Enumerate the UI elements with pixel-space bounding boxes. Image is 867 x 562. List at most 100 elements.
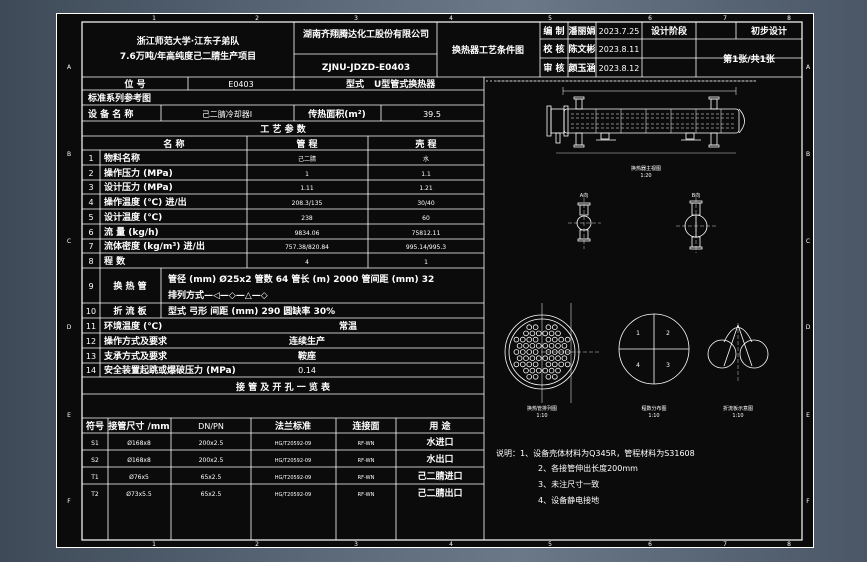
column-ref: 1 xyxy=(152,15,156,22)
equipment-info-grid xyxy=(82,77,485,540)
area-label: 传热面积(m²) xyxy=(307,108,366,120)
baffle-label: 折流板示意图 xyxy=(723,405,753,412)
process-row-shell: 1 xyxy=(424,259,428,266)
equipment-name-label: 设 备 名 称 xyxy=(88,108,133,120)
mode-row-label: 操作方式及要求 xyxy=(104,335,168,347)
note-line: 4、设备静电接地 xyxy=(538,495,599,505)
column-ref: 3 xyxy=(354,15,358,22)
row-ref: E xyxy=(67,412,71,419)
process-row-shell: 水 xyxy=(423,155,429,163)
nozzle-pn: 200x2.5 xyxy=(199,440,224,447)
column-ref: 2 xyxy=(255,15,259,22)
nozzle-use: 水进口 xyxy=(426,436,453,448)
role-2-label: 校 核 xyxy=(543,43,564,55)
nozzle-pn: 200x2.5 xyxy=(199,457,224,464)
drawing-number: ZJNU-JDZD-E0403 xyxy=(322,63,410,73)
column-ref: 3 xyxy=(354,541,358,548)
process-row-no: 1 xyxy=(88,154,93,163)
column-ref: 5 xyxy=(548,541,552,548)
nozzle-symbol: S2 xyxy=(91,457,99,464)
env-row-label: 环境温度 (℃) xyxy=(104,320,162,332)
tube-layout-label: 换热管排列图 xyxy=(527,405,557,412)
process-header-name: 名 称 xyxy=(163,138,184,150)
column-ref: 8 xyxy=(787,541,791,548)
mode-row-value: 连续生产 xyxy=(289,335,325,347)
notes: 说明：1、设备壳体材料为Q345R，管程材料为S316082、各接管伸出长度20… xyxy=(496,448,695,505)
process-row-no: 2 xyxy=(88,169,93,178)
row-ref: D xyxy=(806,324,811,331)
process-row-shell: 995.14/995.3 xyxy=(406,244,446,251)
process-header-tube: 管 程 xyxy=(296,138,317,150)
env-row-value: 常温 xyxy=(339,320,357,332)
process-row-tube: 己二腈 xyxy=(298,155,316,163)
process-row-no: 7 xyxy=(88,242,93,251)
nozzle-symbol: S1 xyxy=(91,440,99,447)
note-line: 3、未注尺寸一致 xyxy=(538,479,599,489)
process-row-no: 5 xyxy=(88,213,93,222)
pass-distribution-view xyxy=(618,313,690,385)
role-1-name: 潘丽娟 xyxy=(568,25,595,37)
pass-number: 1 xyxy=(636,330,640,337)
process-row-shell: 30/40 xyxy=(417,200,434,207)
support-row-no: 13 xyxy=(86,352,96,361)
process-row-tube: 1 xyxy=(305,171,309,178)
process-row-tube: 4 xyxy=(305,259,309,266)
standard-label: 标准系列参考图 xyxy=(87,92,151,104)
drawing-title: 换热器工艺条件图 xyxy=(452,44,524,56)
nozzle-section-title: 接 管 及 开 孔 一 览 表 xyxy=(236,381,331,393)
nozzle-face: RF-WN xyxy=(358,441,375,447)
baffle-scale: 1:10 xyxy=(732,413,743,419)
row-ref: A xyxy=(67,64,72,71)
company-text: 湖南齐翔腾达化工股份有限公司 xyxy=(303,28,429,40)
column-ref: 6 xyxy=(648,541,652,548)
process-row-tube: 1.11 xyxy=(300,185,314,192)
process-row-tube: 9834.06 xyxy=(295,230,320,237)
row-ref: D xyxy=(67,324,72,331)
nozzle-size: Ø76x5 xyxy=(129,474,149,481)
process-row-name: 设计压力 (MPa) xyxy=(104,181,173,193)
process-header-shell: 壳 程 xyxy=(414,138,436,150)
role-3-date: 2023.8.12 xyxy=(599,64,640,73)
main-view-label: 换热器主视图 xyxy=(631,165,661,172)
process-grid xyxy=(82,135,484,419)
relief-row-label: 安全装置起跳或爆破压力 (MPa) xyxy=(104,364,236,376)
equipment-name-value: 己二腈冷却器Ⅰ xyxy=(202,109,252,119)
process-row-name: 流 量 (kg/h) xyxy=(104,226,159,238)
env-row-no: 11 xyxy=(86,322,96,331)
column-ref: 7 xyxy=(723,541,727,548)
area-value: 39.5 xyxy=(423,110,441,119)
role-3-label: 审 核 xyxy=(543,62,564,74)
nozzle-grid xyxy=(82,393,484,540)
row-ref: F xyxy=(67,498,71,505)
nozzle-size: Ø73x5.5 xyxy=(126,491,152,498)
column-ref: 4 xyxy=(449,15,453,22)
note-line: 说明：1、设备壳体材料为Q345R，管程材料为S31608 xyxy=(496,448,695,458)
role-2-date: 2023.8.11 xyxy=(599,45,640,54)
process-row-name: 程 数 xyxy=(104,255,126,267)
relief-row-no: 14 xyxy=(86,366,96,375)
nozzle-symbol: T1 xyxy=(90,474,99,481)
row-ref: C xyxy=(67,238,71,245)
pass-number: 4 xyxy=(636,362,640,369)
column-ref: 4 xyxy=(449,541,453,548)
column-ref: 8 xyxy=(787,15,791,22)
process-row-no: 4 xyxy=(88,198,93,207)
column-ref: 7 xyxy=(723,15,727,22)
nozzle-header-standard: 法兰标准 xyxy=(275,420,311,432)
role-2-name: 陈文彬 xyxy=(568,43,595,55)
exchanger-row-label: 换 热 管 xyxy=(113,280,146,292)
nozzle-face: RF-WN xyxy=(358,492,375,498)
support-row-value: 鞍座 xyxy=(298,350,316,362)
main-view-scale: 1:20 xyxy=(640,173,651,179)
column-ref: 5 xyxy=(548,15,552,22)
process-row-no: 8 xyxy=(88,257,93,266)
role-1-date: 2023.7.25 xyxy=(599,27,640,36)
nozzle-standard: HG/T20592-09 xyxy=(275,441,311,447)
row-ref: F xyxy=(806,498,810,505)
nozzle-standard: HG/T20592-09 xyxy=(275,458,311,464)
